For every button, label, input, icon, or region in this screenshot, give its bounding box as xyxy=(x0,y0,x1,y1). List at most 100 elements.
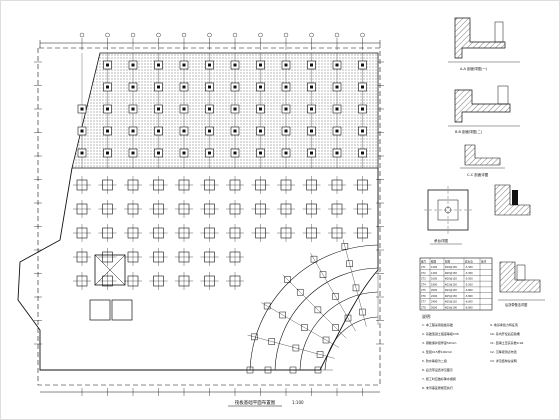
fan-pile-cap xyxy=(314,366,322,374)
plan-scale: 1:100 xyxy=(292,400,304,405)
column-core xyxy=(361,85,364,89)
fan-pile-cap xyxy=(346,260,353,267)
table-cell: 2400 xyxy=(431,301,438,304)
fan-ray xyxy=(260,302,340,348)
table-header-cell: 配筋 xyxy=(445,259,451,263)
post-pour-strip-detail: 后浇带做法详图 xyxy=(498,261,545,307)
note-line: 10. 基坑开挖后应验槽 xyxy=(490,331,520,336)
section-detail-a: A-A 剖面详图(一) xyxy=(448,17,520,71)
note-line: 1. 本工程采用筏板基础 xyxy=(422,322,453,327)
note-line: 11. 回填土压实系数0.94 xyxy=(490,340,523,345)
table-header-cell: 截面 xyxy=(431,259,437,263)
axis-bubble xyxy=(79,32,85,38)
fan-pile-cap xyxy=(296,288,304,296)
fan-pile-cap xyxy=(322,336,330,344)
fan-ray xyxy=(310,252,356,332)
axis-bubble xyxy=(130,32,136,38)
fan-pile-cap xyxy=(344,314,352,322)
column-core xyxy=(157,107,160,111)
fan-pile-cap xyxy=(310,255,318,263)
fan-pile-cap xyxy=(284,276,291,283)
axis-bubble xyxy=(334,32,340,38)
table-cell: Φ22@150 xyxy=(445,283,457,286)
table-header-cell: 编号 xyxy=(421,259,427,263)
column-core xyxy=(284,107,288,111)
note-line: 9. 地基承载力特征值 xyxy=(490,322,518,327)
table-cell: 1600 xyxy=(431,278,438,281)
plan-title: 筏板基础平面布置图 xyxy=(235,399,276,406)
column-core xyxy=(208,85,211,89)
column-core xyxy=(361,151,364,155)
column-core xyxy=(310,107,313,111)
column-core xyxy=(233,85,237,89)
table-cell: 1200 xyxy=(431,266,438,269)
column-core xyxy=(182,85,186,89)
table-cell: -6.000 xyxy=(465,307,473,310)
table-cell: Φ20@150 xyxy=(445,272,457,275)
column-core xyxy=(259,107,262,111)
table-cell: 1800 xyxy=(431,283,438,286)
column-core xyxy=(106,151,109,155)
column-core xyxy=(233,129,237,133)
site-boundary xyxy=(37,47,381,386)
note-line: 3. 钢筋保护层厚度50mm xyxy=(422,340,457,345)
table-cell: CT5 xyxy=(421,289,426,292)
column-core xyxy=(131,107,135,111)
axis-bubble xyxy=(258,32,263,38)
table-cell: Φ18@150 xyxy=(445,266,457,269)
column-core xyxy=(310,85,313,89)
hatched-zone-columns xyxy=(77,60,367,158)
column-core xyxy=(80,129,84,133)
column-core xyxy=(284,63,288,67)
table-cell: CT4 xyxy=(421,283,426,286)
fan-pile-cap xyxy=(359,308,366,316)
top-axis-ticks xyxy=(79,32,365,50)
top-axis-dimensions xyxy=(39,40,381,48)
axis-bubble xyxy=(309,32,314,38)
section-detail-b: B-B 剖面详图(二) xyxy=(448,85,520,134)
column-core xyxy=(335,63,339,67)
raft-slab-hatched-zone xyxy=(71,52,379,169)
table-cell: -5.300 xyxy=(465,266,473,269)
column-core xyxy=(80,151,84,155)
fan-pile-cap xyxy=(292,344,300,352)
fan-pile-cap xyxy=(246,366,254,374)
column-core xyxy=(106,129,109,133)
table-cell: Φ25@100 xyxy=(445,307,457,310)
fan-pile-cap xyxy=(316,351,324,358)
section-detail-c: C-C 剖面详图 xyxy=(460,144,505,177)
axis-bubble xyxy=(360,32,365,38)
fan-pile-cap xyxy=(341,243,349,250)
elevation-detail xyxy=(494,184,531,216)
column-core xyxy=(284,129,288,133)
column-core xyxy=(208,129,211,133)
fan-pile-cap xyxy=(279,311,286,319)
table-cell: CT3 xyxy=(421,278,426,281)
fan-columns xyxy=(246,243,366,374)
table-cell: CT6 xyxy=(421,295,426,298)
note-line: 8. 未尽事宜按规范执行 xyxy=(422,385,453,390)
curved-fan-zone xyxy=(249,244,379,371)
column-core xyxy=(131,85,135,89)
table-cell: CT2 xyxy=(421,272,426,275)
pile-cap-detail: 承台详图 xyxy=(424,186,472,245)
fan-pile-cap xyxy=(263,302,271,310)
pile-cap-columns xyxy=(73,176,372,290)
column-core xyxy=(182,107,186,111)
column-core xyxy=(284,85,288,89)
note-line: 7. 施工时应做好降水措施 xyxy=(422,376,456,381)
table-cell: 1400 xyxy=(431,272,438,275)
column-core xyxy=(259,151,262,155)
fan-pile-cap xyxy=(332,324,339,331)
column-core xyxy=(335,107,339,111)
axis-bubble xyxy=(181,32,187,38)
section-a-title: A-A 剖面详图(一) xyxy=(460,66,488,71)
column-core xyxy=(233,151,237,155)
column-core xyxy=(335,129,339,133)
column-core xyxy=(208,151,211,155)
column-core xyxy=(361,129,364,133)
fan-ray xyxy=(342,239,367,327)
